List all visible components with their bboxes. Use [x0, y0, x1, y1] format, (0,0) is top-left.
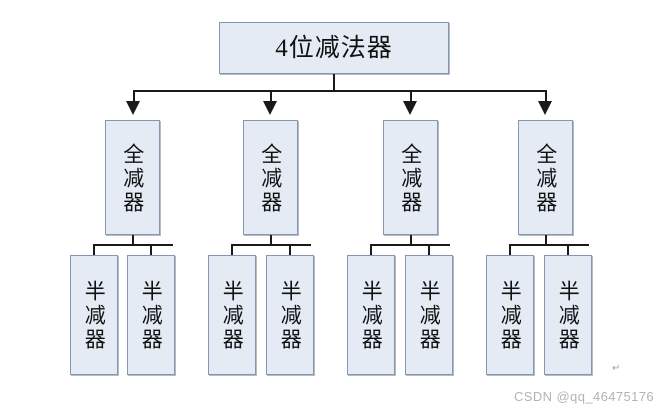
connector-g4-bus	[509, 244, 589, 246]
node-full-subtractor-3[interactable]: 全减器	[383, 120, 438, 235]
node-half-subtractor-label-1: 半减器	[82, 280, 107, 352]
paragraph-mark: ↵	[612, 363, 621, 374]
connector-root-drop-2	[270, 90, 272, 102]
connector-g4-stem	[545, 235, 547, 246]
connector-root-drop-4	[545, 90, 547, 102]
node-half-subtractor-label-5: 半减器	[359, 280, 384, 352]
node-half-subtractor-4[interactable]: 半减器	[266, 255, 314, 375]
node-full-subtractor-4[interactable]: 全减器	[518, 120, 573, 235]
connector-root-stem	[333, 74, 335, 92]
node-full-subtractor-1[interactable]: 全减器	[105, 120, 160, 235]
arrowhead-icon-2	[263, 101, 277, 115]
node-half-subtractor-8[interactable]: 半减器	[544, 255, 592, 375]
connector-root-drop-1	[133, 90, 135, 102]
node-root-label: 4位减法器	[275, 34, 393, 62]
connector-g3-drop-right	[428, 244, 430, 256]
connector-g1-bus	[93, 244, 173, 246]
node-half-subtractor-label-2: 半减器	[139, 280, 164, 352]
node-half-subtractor-label-4: 半减器	[278, 280, 303, 352]
watermark-text: CSDN @qq_46475176	[514, 389, 654, 404]
node-full-subtractor-2[interactable]: 全减器	[243, 120, 298, 235]
node-half-subtractor-3[interactable]: 半减器	[208, 255, 256, 375]
node-half-subtractor-2[interactable]: 半减器	[127, 255, 175, 375]
arrowhead-icon-3	[403, 101, 417, 115]
node-full-subtractor-label-3: 全减器	[398, 142, 423, 215]
node-full-subtractor-label-2: 全减器	[258, 142, 283, 215]
node-half-subtractor-label-6: 半减器	[417, 280, 442, 352]
node-full-subtractor-label-4: 全减器	[533, 142, 558, 215]
node-half-subtractor-label-7: 半减器	[498, 280, 523, 352]
connector-g1-drop-right	[150, 244, 152, 256]
node-half-subtractor-label-3: 半减器	[220, 280, 245, 352]
node-half-subtractor-label-8: 半减器	[556, 280, 581, 352]
connector-g3-bus	[370, 244, 450, 246]
connector-root-bus	[133, 90, 545, 92]
connector-g1-drop-left	[93, 244, 95, 256]
arrowhead-icon-1	[126, 101, 140, 115]
connector-g3-drop-left	[370, 244, 372, 256]
connector-root-drop-3	[410, 90, 412, 102]
node-half-subtractor-7[interactable]: 半减器	[486, 255, 534, 375]
node-half-subtractor-5[interactable]: 半减器	[347, 255, 395, 375]
connector-g4-drop-left	[509, 244, 511, 256]
connector-g2-drop-left	[231, 244, 233, 256]
node-half-subtractor-6[interactable]: 半减器	[405, 255, 453, 375]
connector-g4-drop-right	[567, 244, 569, 256]
connector-g2-bus	[231, 244, 311, 246]
arrowhead-icon-4	[538, 101, 552, 115]
node-half-subtractor-1[interactable]: 半减器	[70, 255, 118, 375]
connector-g2-drop-right	[289, 244, 291, 256]
connector-g2-stem	[270, 235, 272, 246]
node-full-subtractor-label-1: 全减器	[120, 142, 145, 215]
connector-g3-stem	[410, 235, 412, 246]
connector-g1-stem	[132, 235, 134, 246]
node-root-4bit-subtractor[interactable]: 4位减法器	[219, 22, 449, 74]
